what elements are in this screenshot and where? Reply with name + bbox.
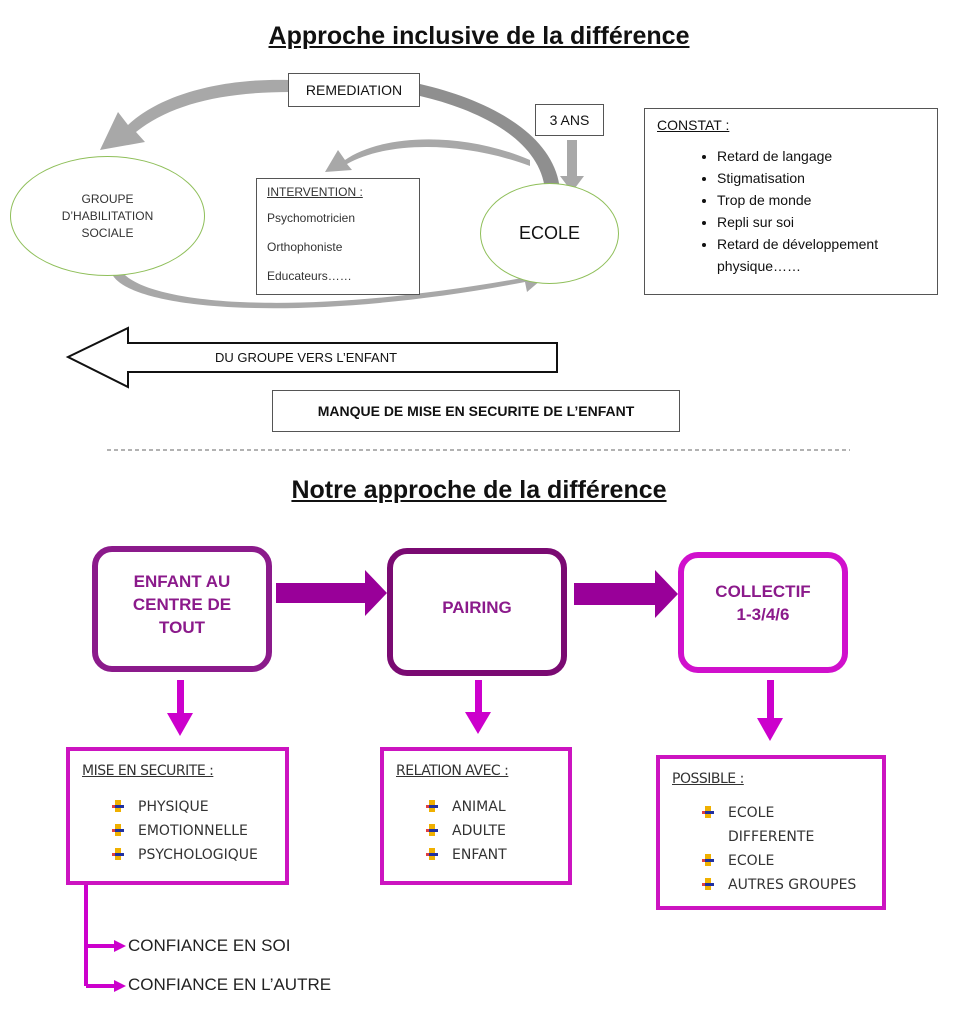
school-ellipse: ECOLE (480, 183, 619, 284)
bullet-icon (112, 824, 124, 836)
step3-down-arrow (757, 680, 783, 741)
intervention-item: Educateurs…… (267, 269, 352, 283)
bullet-icon (426, 800, 438, 812)
step-child-center: ENFANT AU CENTRE DE TOUT (92, 546, 272, 672)
detail-item: PHYSIQUE (112, 795, 285, 819)
detail-item-text: AUTRES GROUPES (728, 877, 857, 893)
detail-box-relation: RELATION AVEC : ANIMAL ADULTE ENFANT (380, 747, 572, 885)
step-label: PAIRING (442, 597, 512, 617)
group-line: GROUPE (81, 191, 134, 206)
constat-item: Retard de langage (717, 145, 937, 167)
detail-item-text: EMOTIONNELLE (138, 823, 248, 839)
detail-item-text: ECOLE DIFFERENTE (728, 805, 815, 845)
detail-item: ENFANT (426, 843, 568, 867)
bullet-icon (112, 848, 124, 860)
detail-item: ECOLE (702, 849, 882, 873)
bullet-icon (702, 878, 714, 890)
step2-to-step3-arrow (574, 570, 678, 618)
school-to-intervention-arrow (325, 139, 530, 172)
detail-item: AUTRES GROUPES (702, 873, 882, 897)
detail-item-text: PSYCHOLOGIQUE (138, 847, 258, 863)
group-to-child-big-arrow (65, 326, 558, 389)
three-years-box: 3 ANS (535, 104, 604, 136)
detail-item: ANIMAL (426, 795, 568, 819)
detail-item-text: PHYSIQUE (138, 799, 209, 815)
constat-item: Stigmatisation (717, 167, 937, 189)
bullet-icon (426, 824, 438, 836)
detail-item: PSYCHOLOGIQUE (112, 843, 285, 867)
intervention-heading: INTERVENTION : (267, 185, 363, 199)
outcome-arrowhead-2 (114, 980, 126, 992)
step-label: COLLECTIF 1-3/4/6 (715, 581, 811, 624)
school-label: ECOLE (518, 223, 581, 243)
detail-heading: POSSIBLE : (672, 771, 744, 787)
constat-item: Trop de monde (717, 189, 937, 211)
detail-box-possible: POSSIBLE : ECOLE DIFFERENTE ECOLE AUTRES… (656, 755, 886, 910)
detail-item-text: ECOLE (728, 853, 775, 869)
outcome-trust-others: CONFIANCE EN L’AUTRE (128, 975, 332, 994)
bullet-icon (426, 848, 438, 860)
remediation-box: REMEDIATION (288, 73, 420, 107)
detail-item: ECOLE DIFFERENTE (702, 801, 882, 849)
step-pairing: PAIRING (387, 548, 567, 676)
detail-heading: MISE EN SECURITE : (82, 763, 214, 779)
group-ellipse: GROUPE D’HABILITATION SOCIALE (10, 156, 205, 276)
remediation-to-school-arrow (420, 84, 560, 190)
detail-item: EMOTIONNELLE (112, 819, 285, 843)
outcome-self-confidence: CONFIANCE EN SOI (128, 936, 291, 955)
detail-box-security: MISE EN SECURITE : PHYSIQUE EMOTIONNELLE… (66, 747, 289, 885)
outcome-connector (84, 885, 116, 988)
three-years-down-arrow (560, 140, 584, 192)
bullet-icon (112, 800, 124, 812)
detail-item-text: ENFANT (452, 847, 507, 863)
detail-heading: RELATION AVEC : (396, 763, 509, 779)
constat-item: Retard de développement physique…… (717, 233, 937, 277)
detail-item: ADULTE (426, 819, 568, 843)
step2-down-arrow (465, 680, 491, 734)
intervention-item: Orthophoniste (267, 240, 343, 254)
detail-item-text: ANIMAL (452, 799, 506, 815)
bullet-icon (702, 806, 714, 818)
group-line: SOCIALE (81, 225, 134, 240)
step1-to-step2-arrow (276, 570, 387, 616)
constat-item: Repli sur soi (717, 211, 937, 233)
constat-heading: CONSTAT : (657, 117, 730, 133)
conclusion-box: MANQUE DE MISE EN SECURITE DE L’ENFANT (272, 390, 680, 432)
bottom-section-title: Notre approche de la différence (291, 476, 667, 504)
remediation-to-group-arrow (100, 79, 290, 150)
intervention-box: INTERVENTION : Psychomotricien Orthophon… (256, 178, 420, 295)
constat-box: CONSTAT : Retard de langage Stigmatisati… (644, 108, 938, 295)
top-section-title: Approche inclusive de la différence (268, 22, 690, 50)
group-line: D’HABILITATION (61, 208, 154, 223)
group-to-school-arrow (112, 268, 555, 309)
big-arrow-label: DU GROUPE VERS L’ENFANT (215, 350, 398, 365)
step-label: ENFANT AU CENTRE DE TOUT (132, 571, 232, 637)
step1-down-arrow (167, 680, 193, 736)
detail-item-text: ADULTE (452, 823, 506, 839)
bullet-icon (702, 854, 714, 866)
intervention-item: Psychomotricien (267, 211, 356, 225)
outcome-arrowhead-1 (114, 940, 126, 952)
step-collective: COLLECTIF 1-3/4/6 (678, 552, 848, 673)
